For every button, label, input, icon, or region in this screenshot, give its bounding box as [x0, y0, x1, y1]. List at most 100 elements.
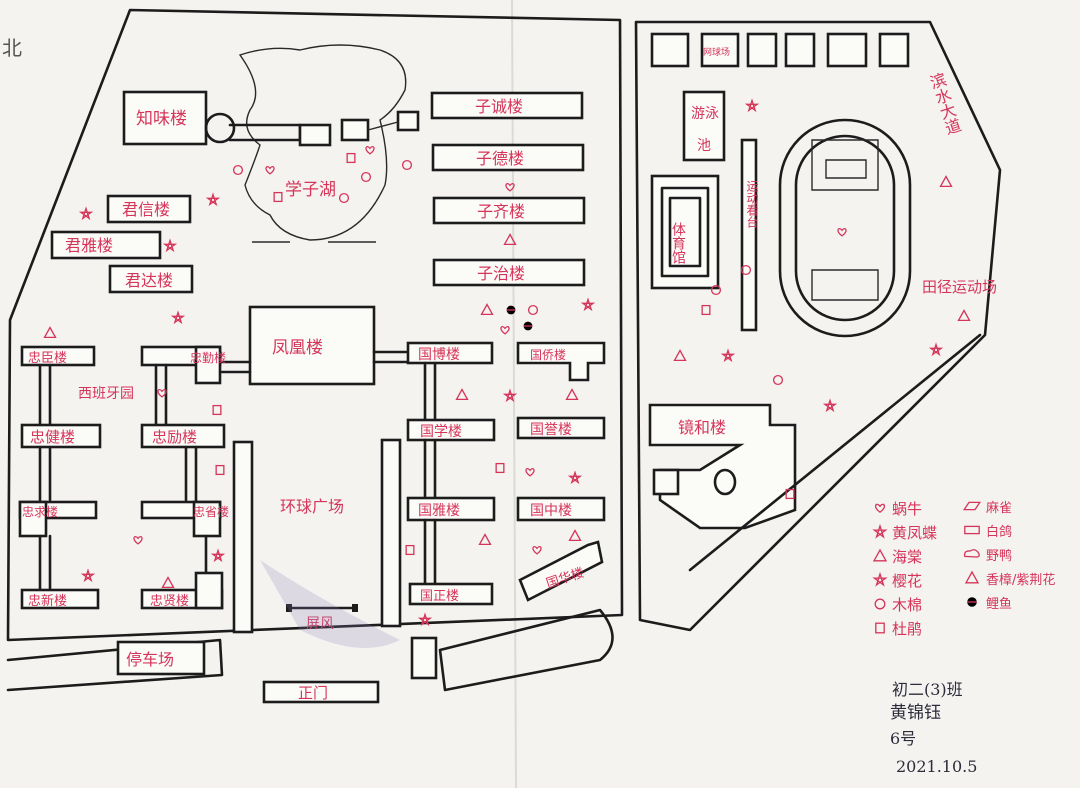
building-parking: [116, 640, 206, 676]
star-stroke-icon: [170, 310, 186, 325]
legend-label: 木棉: [892, 596, 922, 614]
legend-label: 海棠: [892, 548, 922, 566]
triangle-icon: [673, 349, 687, 362]
label-pool-line2: 池: [697, 138, 711, 154]
building-zhiwei: [122, 90, 208, 146]
triangle-icon: [565, 388, 579, 401]
label-guoya: 国雅楼: [418, 503, 460, 519]
signature-date: 2021.10.5: [896, 757, 977, 776]
label-zhongxin: 忠新楼: [28, 593, 67, 609]
label-zhongchen: 忠臣楼: [28, 351, 67, 366]
lake-pavilion-3: [396, 110, 420, 132]
circle-icon: [360, 171, 372, 183]
legend-label: 黄凤蝶: [892, 524, 937, 542]
triangle-icon: [480, 303, 494, 316]
circle-icon: [772, 374, 784, 386]
screen-post-right: [352, 604, 358, 612]
sports-road-edge: [688, 333, 982, 572]
star-icon: [78, 206, 94, 221]
running-track-inner: [794, 134, 896, 322]
circle-icon: [527, 304, 539, 316]
square-icon: [495, 462, 505, 474]
square-icon: [212, 404, 222, 416]
track-stands: [740, 138, 758, 332]
label-junda: 君达楼: [125, 271, 173, 290]
jinghe-rotunda: [713, 468, 737, 496]
lake-outline: [238, 44, 407, 241]
square-icon: [405, 544, 415, 556]
building-guohua: [518, 540, 604, 602]
label-zhongsheng: 忠省楼: [193, 504, 229, 519]
building-guoqiao: [516, 341, 606, 382]
plaza-wall-right: [380, 438, 402, 628]
star-icon: [80, 568, 96, 583]
gate-post-right: [410, 636, 438, 680]
legend-label: 麻雀: [986, 501, 1012, 516]
label-gate: 正门: [298, 684, 328, 702]
building-gym-inner: [660, 186, 710, 278]
triangle-icon: [455, 388, 469, 401]
heart-icon: [505, 183, 515, 192]
building-pool: [682, 90, 726, 162]
legend-label: 野鸭: [986, 549, 1012, 564]
building-zide: [431, 143, 585, 172]
tennis-court-4: [784, 32, 816, 68]
star-stroke-icon: [210, 548, 226, 563]
label-junya: 君雅楼: [65, 236, 113, 255]
label-parking: 停车场: [126, 650, 174, 669]
circle-icon: [338, 192, 350, 204]
tennis-court-1: [650, 32, 690, 68]
label-zhongli: 忠励楼: [152, 428, 197, 446]
label-lake: 学子湖: [285, 180, 336, 200]
label-guoyu: 国誉楼: [530, 422, 572, 438]
building-jinghe: [648, 403, 797, 530]
label-wangqiuchang: 网球场: [703, 46, 730, 58]
star-icon: [162, 238, 178, 253]
heart-icon: [265, 166, 275, 175]
square-icon: [701, 304, 711, 316]
legend-label: 蜗牛: [892, 500, 922, 518]
theta-icon: [967, 597, 977, 607]
heart-icon: [532, 546, 542, 555]
building-fenghuang: [248, 305, 376, 386]
fenghuang-corridor-left: [220, 360, 252, 374]
circle-icon: [710, 284, 722, 296]
heart-icon: [525, 468, 535, 477]
building-guozheng: [408, 582, 494, 606]
building-zizhi: [432, 258, 586, 287]
sports-campus-boundary: [634, 20, 1002, 632]
jinghe-annex: [652, 468, 680, 496]
tennis-court-2: [700, 32, 740, 68]
triangle-icon: [568, 529, 582, 542]
rect-icon: [964, 525, 980, 535]
star-stroke-icon: [502, 388, 518, 403]
zhiwei-rotunda: [204, 112, 236, 144]
circle-icon: [401, 159, 413, 171]
building-zhongchen: [20, 345, 96, 367]
triangle-icon: [872, 548, 888, 562]
running-track-outer: [778, 118, 912, 338]
building-zhongxin: [20, 588, 100, 610]
nature-marks: [43, 98, 971, 627]
building-junxin: [106, 194, 192, 224]
label-zide: 子德楼: [476, 149, 524, 168]
screen-post-left: [286, 604, 292, 612]
lake-bridge: [228, 123, 302, 142]
triangle-icon: [939, 175, 953, 188]
legend-label: 白鸽: [986, 524, 1012, 540]
star-stroke-icon: [928, 342, 944, 357]
label-guoxue: 国学楼: [420, 424, 462, 440]
label-zizhi: 子治楼: [477, 264, 525, 283]
label-ziqi: 子齐楼: [477, 202, 525, 221]
label-field: 田径运动场: [922, 278, 997, 296]
parallelogram-icon: [962, 501, 982, 511]
triangle-icon: [503, 233, 517, 246]
theta-icon: [523, 321, 533, 331]
label-guobo: 国博楼: [418, 346, 460, 363]
star-icon: [744, 98, 760, 113]
building-zhongxian-wing: [194, 571, 224, 610]
building-guoyu: [516, 416, 606, 440]
tennis-court-3: [746, 32, 778, 68]
label-zhongqin: 忠勤楼: [190, 350, 226, 365]
